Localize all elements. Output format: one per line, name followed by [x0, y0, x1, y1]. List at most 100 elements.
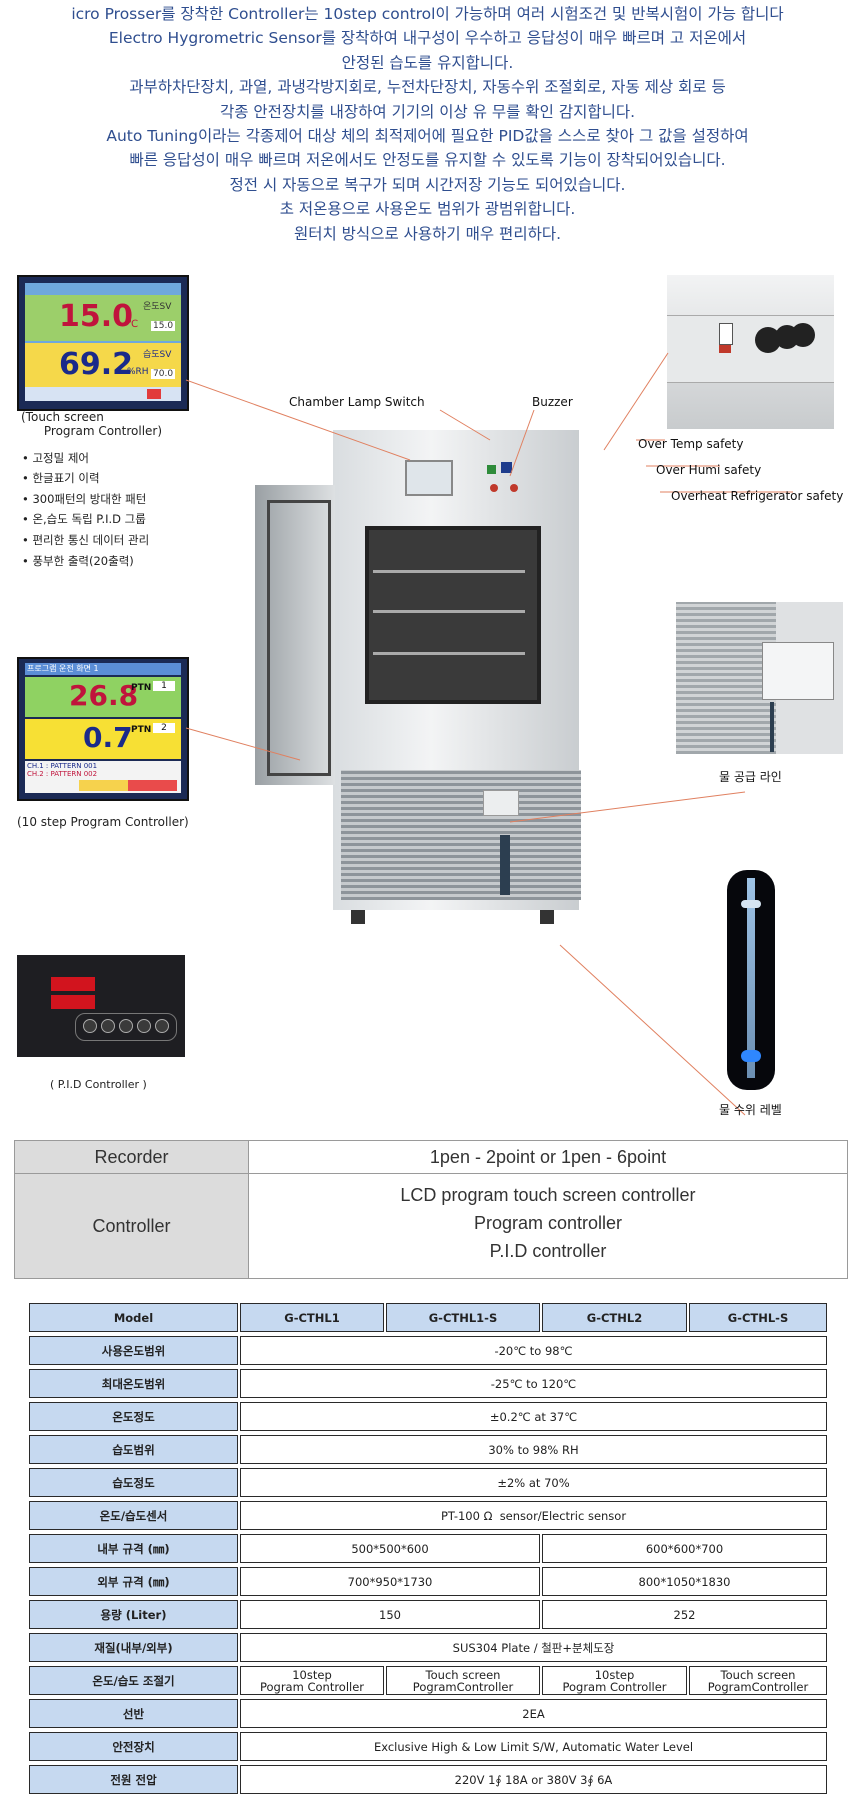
- spec-row-label: 전원 전압: [29, 1765, 238, 1794]
- spec-row-value: -25℃ to 120℃: [240, 1369, 827, 1398]
- spec-row-value: SUS304 Plate / 철판+분체도장: [240, 1633, 827, 1662]
- touch-temp-value: 15.0: [59, 299, 134, 334]
- feature-item: • 편리한 통신 데이터 관리: [22, 533, 150, 547]
- spec-row-label: 선반: [29, 1699, 238, 1728]
- touch-panel-buttons: [25, 387, 181, 401]
- recorder-label: Recorder: [15, 1141, 249, 1174]
- spec-row-label: 온도/습도 조절기: [29, 1666, 238, 1695]
- spec-row: 온도정도±0.2℃ at 37℃: [29, 1402, 829, 1433]
- spec-header-model-name: G-CTHL1: [240, 1303, 384, 1332]
- water-level-image: [727, 870, 775, 1090]
- safety-panel-image: [667, 275, 834, 429]
- touch-humi-sv: 70.0: [151, 369, 176, 379]
- controller-value-line: Program controller: [473, 1213, 623, 1233]
- spec-row-value: 2EA: [240, 1699, 827, 1728]
- intro-line: Auto Tuning이라는 각종제어 대상 체의 최적제어에 필요한 PID값…: [106, 127, 749, 146]
- spec-row-value: -20℃ to 98℃: [240, 1336, 827, 1365]
- intro-line: 빠른 응답성이 매우 빠르며 저온에서도 안정도를 유지할 수 있도록 기능이 …: [129, 151, 726, 170]
- controller-value-line: LCD program touch screen controller: [400, 1185, 696, 1205]
- callout-overheat: Overheat Refrigerator safety: [671, 489, 844, 503]
- step-ptn1-label: PTN: [131, 683, 152, 693]
- feature-item: • 한글표기 이력: [22, 471, 100, 485]
- step-ptn2-value: 2: [153, 723, 175, 733]
- spec-row-label: 습도범위: [29, 1435, 238, 1464]
- intro-line: icro Prosser를 장착한 Controller는 10step con…: [71, 5, 784, 23]
- spec-row-value: 220V 1∮ 18A or 380V 3∮ 6A: [240, 1765, 827, 1794]
- spec-row-value: Touch screen PogramController: [386, 1666, 540, 1695]
- spec-row-label: 온도정도: [29, 1402, 238, 1431]
- spec-row-value: 700*950*1730: [240, 1567, 540, 1596]
- intro-line: Electro Hygrometric Sensor를 장착하여 내구성이 우수…: [108, 29, 747, 48]
- spec-row-label: 내부 규격 (㎜): [29, 1534, 238, 1563]
- spec-header-model: Model: [29, 1303, 238, 1332]
- spec-row: 재질(내부/외부)SUS304 Plate / 철판+분체도장: [29, 1633, 829, 1664]
- spec-row-value: 252: [542, 1600, 827, 1629]
- intro-line: 정전 시 자동으로 복구가 되며 시간저장 기능도 되어있습니다.: [229, 175, 626, 194]
- feature-item: • 풍부한 출력(20출력): [22, 554, 134, 568]
- feature-item: • 300패턴의 방대한 패턴: [22, 492, 147, 506]
- spec-header-model-name: G-CTHL2: [542, 1303, 687, 1332]
- intro-text: icro Prosser를 장착한 Controller는 10step con…: [0, 2, 855, 246]
- intro-line: 초 저온용으로 사용온도 범위가 광범위합니다.: [279, 200, 576, 219]
- step-panel-title: 프로그램 운전 화면 1: [27, 664, 99, 673]
- spec-row-value: 800*1050*1830: [542, 1567, 827, 1596]
- callout-lines: [185, 352, 793, 1116]
- feature-item: • 온,습도 독립 P.I.D 그룹: [22, 512, 146, 526]
- callout-over-humi: Over Humi safety: [656, 463, 762, 477]
- intro-line: 각종 안전장치를 내장하여 기기의 이상 유 무를 확인 감지합니다.: [219, 102, 636, 121]
- spec-row-value: 600*600*700: [542, 1534, 827, 1563]
- spec-row: 사용온도범위-20℃ to 98℃: [29, 1336, 829, 1367]
- chamber-image: [255, 430, 595, 950]
- spec-row-value: ±2% at 70%: [240, 1468, 827, 1497]
- spec-row-label: 사용온도범위: [29, 1336, 238, 1365]
- callout-lamp-switch: Chamber Lamp Switch: [289, 395, 425, 409]
- spec-row: 최대온도범위-25℃ to 120℃: [29, 1369, 829, 1400]
- intro-line: 과부하차단장치, 과열, 과냉각방지회로, 누전차단장치, 자동수위 조절회로,…: [129, 78, 726, 97]
- spec-row-label: 재질(내부/외부): [29, 1633, 238, 1662]
- step-humi-value: 0.7: [83, 721, 133, 754]
- spec-row-label: 용량 (Liter): [29, 1600, 238, 1629]
- touch-controller-caption: (Touch screen Program Controller): [21, 410, 163, 438]
- water-supply-image: [676, 602, 843, 754]
- callout-over-temp: Over Temp safety: [638, 437, 744, 451]
- controller-value-line: P.I.D controller: [489, 1241, 607, 1261]
- spec-row-value: 10step Pogram Controller: [542, 1666, 687, 1695]
- spec-row-value: ±0.2℃ at 37℃: [240, 1402, 827, 1431]
- recorder-controller-table: Recorder 1pen - 2point or 1pen - 6point …: [14, 1140, 848, 1279]
- spec-row-label: 온도/습도센서: [29, 1501, 238, 1530]
- pid-controller-caption: ( P.I.D Controller ): [50, 1078, 147, 1091]
- touch-humi-value: 69.2: [59, 347, 134, 382]
- intro-line: 안정된 습도를 유지합니다.: [341, 53, 514, 72]
- intro-line: 원터치 방식으로 사용하기 매우 편리하다.: [293, 224, 562, 243]
- spec-row-value: 150: [240, 1600, 540, 1629]
- touch-screen-controller-image: 15.0 ℃ 온도SV 15.0 69.2 %RH 습도SV 70.0: [17, 275, 189, 411]
- touch-temp-tag: 온도SV: [143, 302, 172, 312]
- feature-item: • 고정밀 제어: [22, 451, 89, 465]
- spec-row: 습도정도±2% at 70%: [29, 1468, 829, 1499]
- step-ch1: CH.1 : PATTERN 001: [27, 762, 98, 770]
- touch-temp-unit: ℃: [127, 319, 139, 330]
- spec-row-value: 10step Pogram Controller: [240, 1666, 384, 1695]
- touch-humi-tag: 습도SV: [143, 350, 172, 360]
- spec-row-value: PT-100 Ω sensor/Electric sensor: [240, 1501, 827, 1530]
- spec-row-value: 30% to 98% RH: [240, 1435, 827, 1464]
- step-ch2: CH.2 : PATTERN 002: [27, 770, 98, 778]
- spec-row-value: 500*500*600: [240, 1534, 540, 1563]
- step-controller-image: 프로그램 운전 화면 1 26.8 PTN 1 0.7 PTN 2 CH.1 :…: [17, 657, 189, 801]
- step-temp-value: 26.8: [69, 679, 139, 712]
- callout-water-level: 물 수위 레벨: [719, 1103, 782, 1117]
- spec-row-value: Touch screen PogramController: [689, 1666, 827, 1695]
- spec-row-label: 안전장치: [29, 1732, 238, 1761]
- spec-header-model-name: G-CTHL-S: [689, 1303, 827, 1332]
- recorder-value: 1pen - 2point or 1pen - 6point: [249, 1141, 847, 1174]
- spec-row-label: 습도정도: [29, 1468, 238, 1497]
- spec-row-label: 최대온도범위: [29, 1369, 238, 1398]
- spec-row-label: 외부 규격 (㎜): [29, 1567, 238, 1596]
